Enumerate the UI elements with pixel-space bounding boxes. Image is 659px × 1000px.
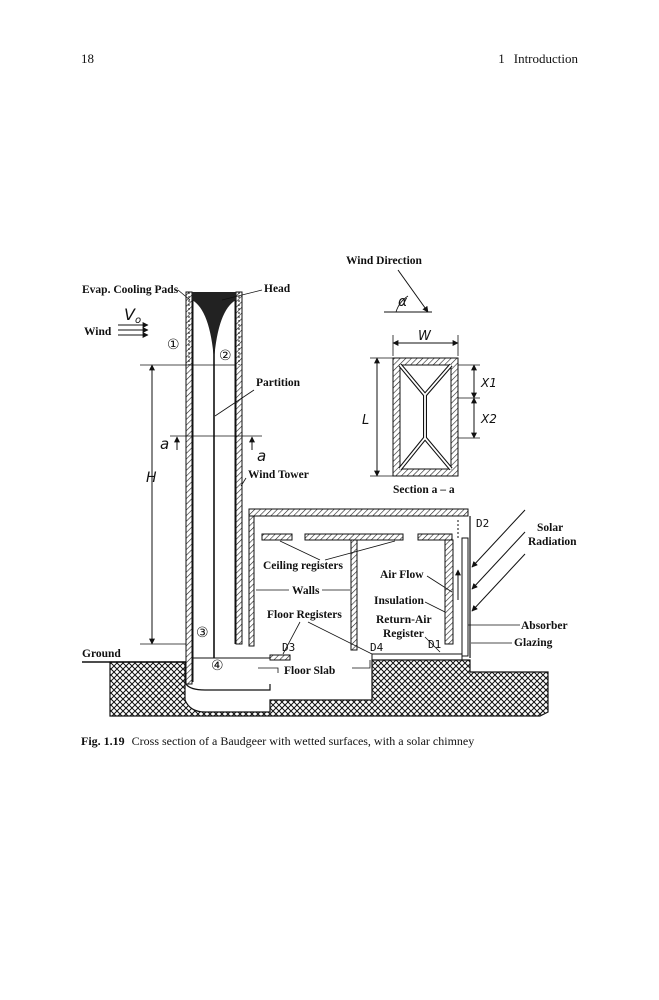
label-floor-slab: Floor Slab: [284, 665, 335, 677]
label-register: Register: [383, 628, 424, 640]
ceiling-register-3: [417, 533, 453, 541]
absorber: [461, 537, 469, 657]
label-floor-registers: Floor Registers: [267, 609, 342, 621]
label-partition: Partition: [256, 377, 301, 389]
label-head: Head: [264, 283, 291, 295]
symbol-w: W: [418, 329, 432, 344]
label-d3: D3: [282, 641, 295, 654]
marker-4: ④: [211, 658, 224, 674]
figure-label: Fig. 1.19: [81, 734, 125, 748]
label-wind-direction: Wind Direction: [346, 255, 423, 267]
label-return-air: Return-Air: [376, 614, 432, 626]
section-mark-left: a: [160, 435, 169, 453]
symbol-l: L: [362, 413, 369, 428]
tower-left-wall: [185, 291, 193, 685]
label-ceiling-registers: Ceiling registers: [263, 560, 343, 572]
label-walls: Walls: [292, 585, 320, 597]
chapter-title: Introduction: [513, 51, 578, 66]
marker-1: ①: [167, 337, 180, 353]
tower-head: [192, 292, 236, 360]
chapter-number: 1: [498, 51, 505, 66]
figure-caption: Fig. 1.19 Cross section of a Baudgeer wi…: [81, 734, 474, 749]
marker-2: ②: [219, 348, 232, 364]
velocity-symbol: Vo: [124, 305, 141, 326]
ground-mass: [109, 659, 549, 717]
section-mark-right: a: [257, 447, 266, 465]
page-number: 18: [81, 51, 94, 66]
label-d1: D1: [428, 638, 441, 651]
building-roof: [248, 508, 469, 517]
symbol-x1: X1: [480, 376, 497, 390]
ceiling-register-2: [304, 533, 404, 541]
marker-3: ③: [196, 625, 209, 641]
label-radiation: Radiation: [528, 536, 577, 548]
label-wind-tower: Wind Tower: [248, 469, 309, 481]
building-wall: [248, 515, 255, 647]
caption-text: Cross section of a Baudgeer with wetted …: [131, 734, 475, 748]
label-absorber: Absorber: [521, 620, 568, 632]
interior-wall: [350, 539, 358, 651]
symbol-h: H: [146, 470, 157, 486]
label-wind: Wind: [84, 326, 112, 338]
running-head: 1 Introduction: [498, 51, 578, 67]
label-d2: D2: [476, 517, 489, 530]
label-air-flow: Air Flow: [380, 569, 424, 581]
insulation: [444, 539, 454, 645]
ceiling-register-1: [261, 533, 293, 541]
label-d4: D4: [370, 641, 384, 654]
alpha-symbol: α: [398, 294, 408, 310]
symbol-x2: X2: [480, 412, 497, 426]
label-insulation: Insulation: [374, 595, 424, 607]
label-evap-cooling-pads: Evap. Cooling Pads: [82, 284, 179, 296]
label-solar: Solar: [537, 522, 563, 534]
label-ground: Ground: [82, 648, 121, 660]
label-section: Section a – a: [393, 484, 455, 496]
label-glazing: Glazing: [514, 637, 553, 649]
